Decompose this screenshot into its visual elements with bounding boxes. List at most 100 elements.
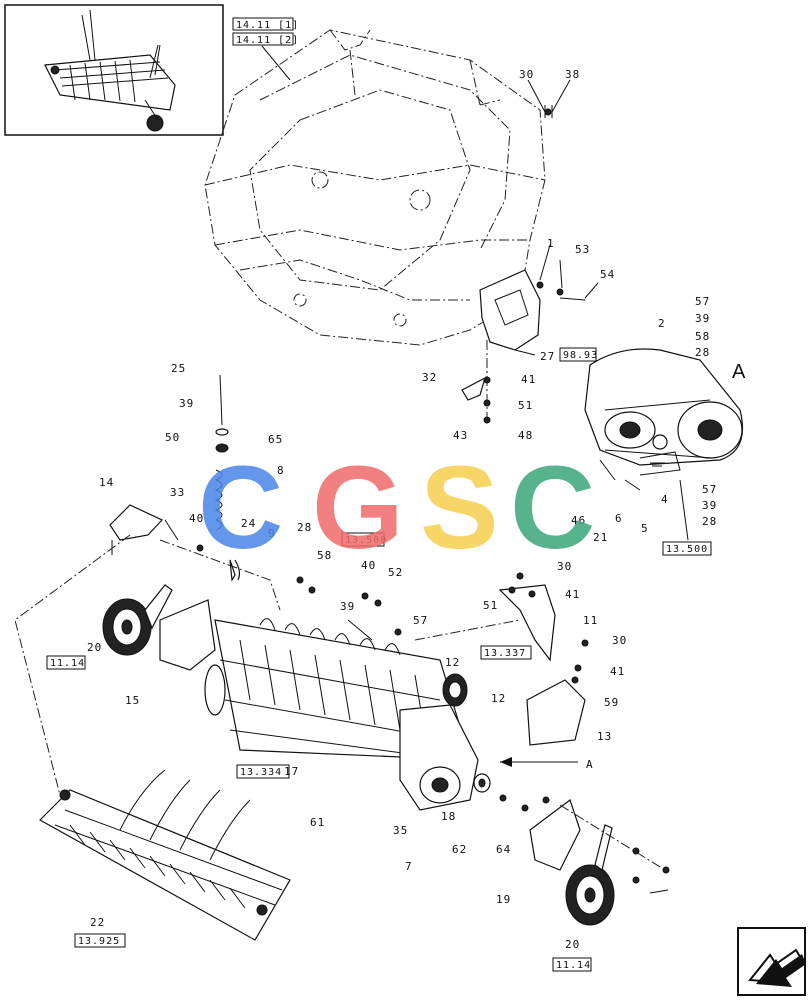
watermark-letter-c2: C <box>510 442 595 574</box>
inset-pickup-sketch <box>44 9 176 132</box>
ref-box-11-14-left[interactable]: 11.14 <box>46 655 86 670</box>
phantom-link-mid <box>159 539 281 611</box>
part-label: 19 <box>496 893 511 906</box>
pin-24-9[interactable] <box>229 559 241 582</box>
hardware-62-64[interactable] <box>499 794 550 812</box>
hardware-30-41-59[interactable] <box>571 639 589 684</box>
part-label: 24 <box>241 517 256 530</box>
part-label: 13 <box>597 730 612 743</box>
part-label: 14 <box>99 476 114 489</box>
bolts-33-40[interactable] <box>164 519 204 552</box>
next-page-button[interactable] <box>737 927 806 996</box>
part-label: 20 <box>87 641 102 654</box>
part-label: 39 <box>702 499 717 512</box>
svg-text:14.11 [2]: 14.11 [2] <box>236 35 299 46</box>
arrow-icon <box>748 948 806 987</box>
part-label: 38 <box>565 68 580 81</box>
part-label: 30 <box>519 68 534 81</box>
hardware-right-axle[interactable] <box>559 804 670 894</box>
part-label: 51 <box>518 399 533 412</box>
cgsc-watermark: C G S C <box>198 442 595 574</box>
part-label: 18 <box>441 810 456 823</box>
shield-13[interactable] <box>526 679 586 746</box>
part-label: 30 <box>557 560 572 573</box>
part-label: 17 <box>284 765 299 778</box>
part-label: 39 <box>695 312 710 325</box>
part-label: 46 <box>571 514 586 527</box>
part-label: 30 <box>612 634 627 647</box>
svg-text:14.11 [1]: 14.11 [1] <box>236 20 299 31</box>
part-label: 57 <box>695 295 710 308</box>
ref-box-13-500-b[interactable]: 13.500 <box>662 541 712 556</box>
part-label: 57 <box>413 614 428 627</box>
part-label: 43 <box>453 429 468 442</box>
inset-thumbnail <box>4 4 224 136</box>
hardware-30-51-41[interactable] <box>508 572 536 598</box>
part-label: 33 <box>170 486 185 499</box>
ref-box-top-2[interactable]: 14.11 [2] <box>232 32 299 46</box>
windguard-22[interactable] <box>39 769 291 941</box>
detail-a-letter: A <box>732 361 746 383</box>
bearing-18[interactable] <box>473 773 491 793</box>
view-arrow-a <box>500 757 578 767</box>
part-label: 28 <box>702 515 717 528</box>
part-label: 48 <box>518 429 533 442</box>
ref-box-13-500-a[interactable]: 13.500 <box>341 532 387 547</box>
part-label: 28 <box>297 521 312 534</box>
part-label: 20 <box>565 938 580 951</box>
part-label: 1 <box>547 237 555 250</box>
pickup-reel-17[interactable] <box>204 618 479 811</box>
svg-text:98.93: 98.93 <box>563 350 598 361</box>
part-label: 58 <box>695 330 710 343</box>
hardware-28-58[interactable] <box>296 576 316 594</box>
ref-box-98-93[interactable]: 98.93 <box>559 347 598 362</box>
detail-a-drive[interactable] <box>584 348 744 491</box>
part-label: 40 <box>361 559 376 572</box>
part-label: 62 <box>452 843 467 856</box>
part-label: 59 <box>604 696 619 709</box>
bolts-30-38[interactable] <box>527 79 571 118</box>
watermark-letter-g: G <box>312 442 404 574</box>
part-label: 41 <box>610 665 625 678</box>
shield-15[interactable] <box>159 599 216 671</box>
part-label: 9 <box>268 527 276 540</box>
part-label: 51 <box>483 599 498 612</box>
ref-box-top-1[interactable]: 14.11 [1] <box>232 17 299 31</box>
svg-text:13.334: 13.334 <box>240 767 282 778</box>
part-label: 39 <box>340 600 355 613</box>
hardware-39-57[interactable] <box>347 619 402 641</box>
ref-box-13-337[interactable]: 13.337 <box>480 645 532 660</box>
gauge-wheel-20-right[interactable] <box>565 824 615 926</box>
part-label: 2 <box>658 317 666 330</box>
ref-box-11-14-right[interactable]: 11.14 <box>552 957 592 972</box>
shield-11[interactable] <box>414 584 556 662</box>
part-label: 32 <box>422 371 437 384</box>
part-label: 4 <box>661 493 669 506</box>
part-label: 5 <box>641 522 649 535</box>
part-label: 54 <box>600 268 615 281</box>
part-label: 28 <box>695 346 710 359</box>
part-label: 57 <box>702 483 717 496</box>
part-label: 21 <box>593 531 608 544</box>
part-label: 52 <box>388 566 403 579</box>
spring-rod-assembly[interactable] <box>214 374 229 531</box>
side-bracket-14[interactable] <box>109 504 164 555</box>
part-label: 8 <box>277 464 285 477</box>
part-label: 25 <box>171 362 186 375</box>
part-label: 65 <box>268 433 283 446</box>
hardware-40-52[interactable] <box>361 592 382 607</box>
bracket-plate-27[interactable] <box>479 269 541 356</box>
lever-32[interactable] <box>461 340 491 425</box>
gauge-wheel-20-left[interactable] <box>102 584 173 656</box>
part-label: 12 <box>445 656 460 669</box>
part-label: 64 <box>496 843 511 856</box>
svg-text:13.500: 13.500 <box>666 544 708 555</box>
part-label: 39 <box>179 397 194 410</box>
shield-19[interactable] <box>529 799 581 871</box>
hardware-1-53-54[interactable] <box>536 244 599 301</box>
svg-text:13.925: 13.925 <box>78 936 120 947</box>
ref-box-13-334[interactable]: 13.334 <box>236 764 290 779</box>
watermark-letter-c1: C <box>198 442 283 574</box>
part-label: 11 <box>583 614 598 627</box>
ref-box-13-925[interactable]: 13.925 <box>74 933 126 948</box>
